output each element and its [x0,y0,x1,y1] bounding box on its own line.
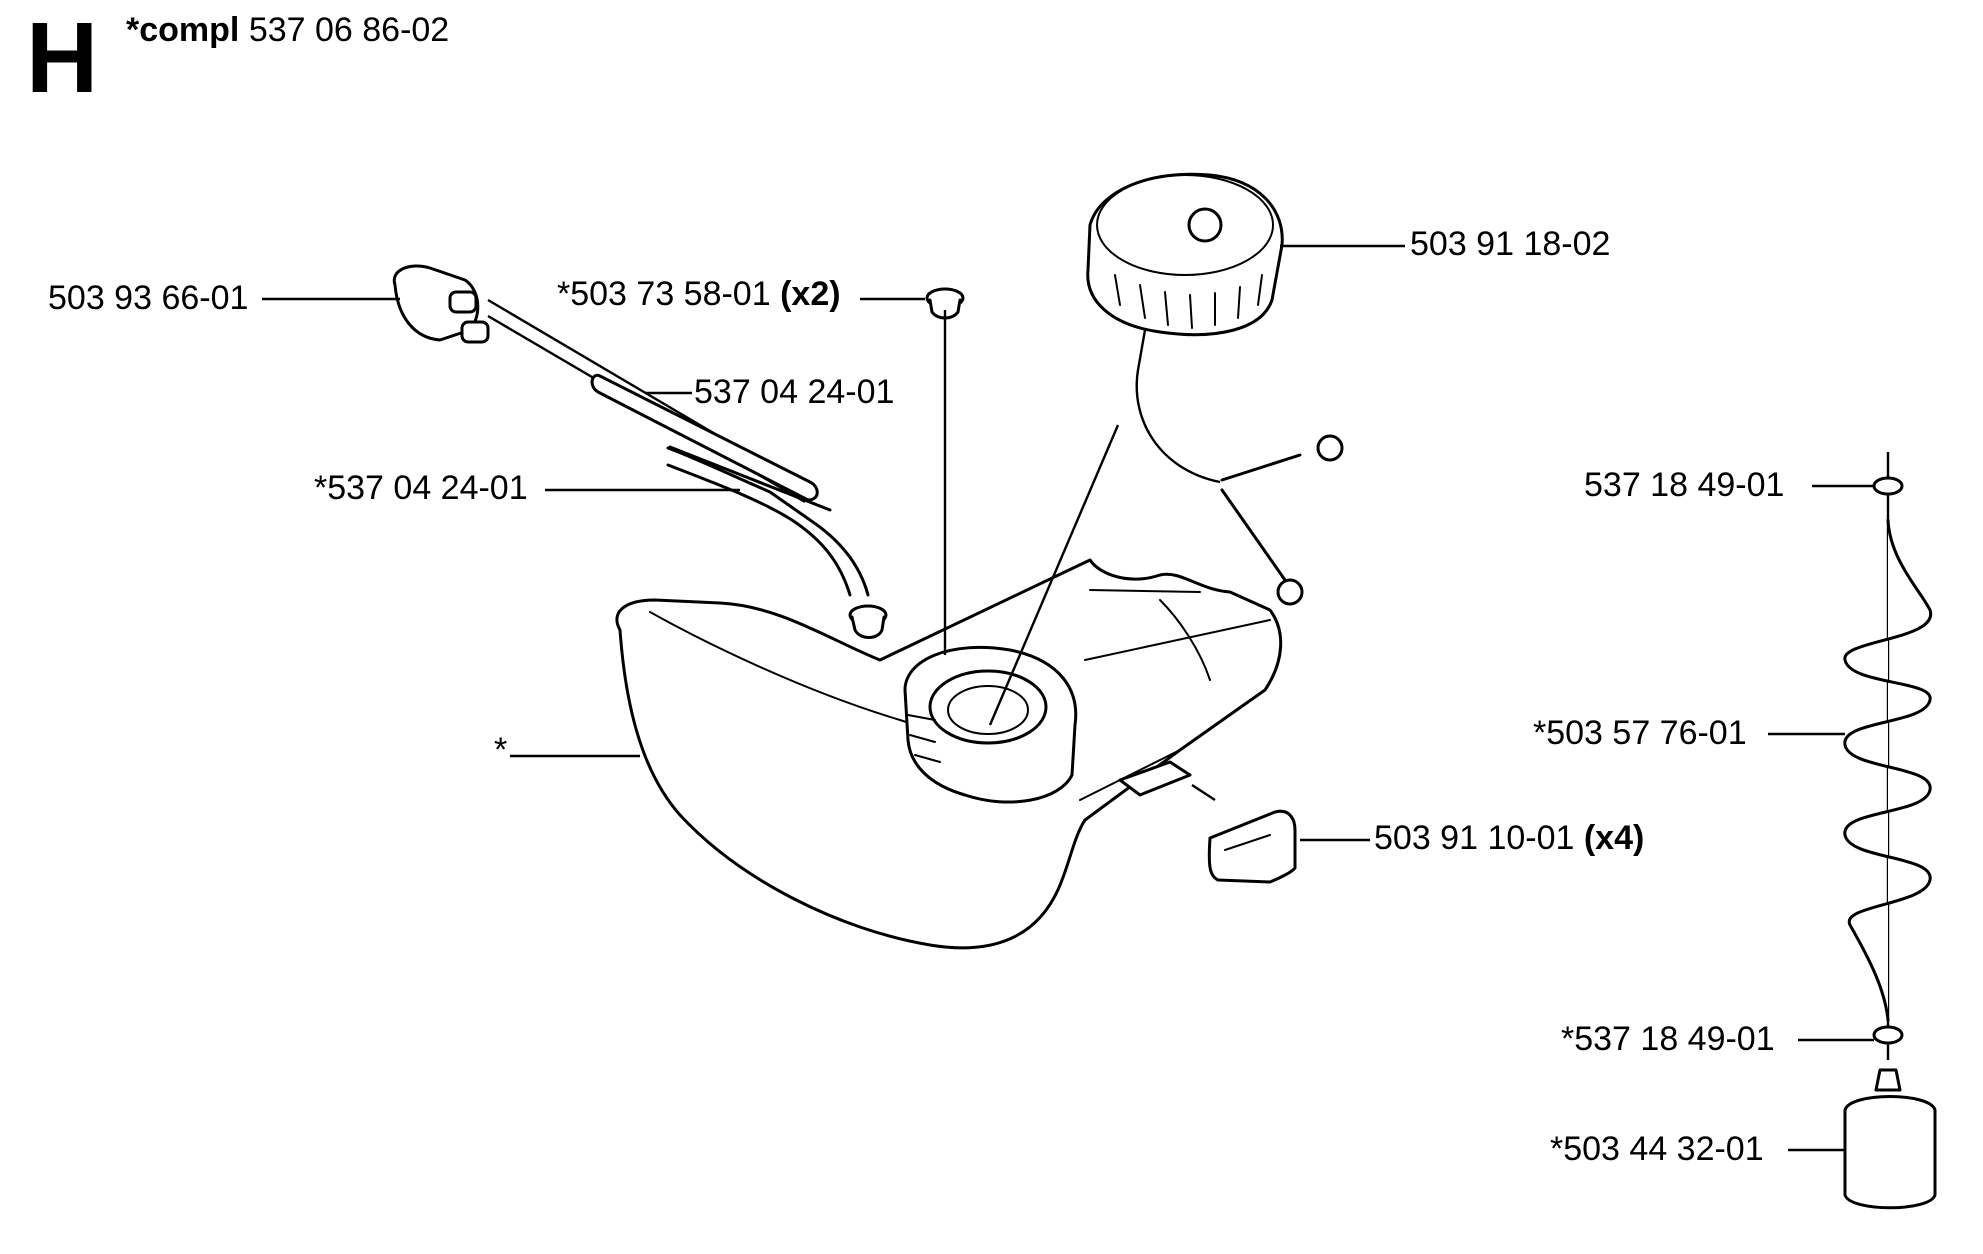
fuel-cap-drawing [1086,172,1344,606]
part-label-503-91-18-02: 503 91 18-02 [1410,224,1610,264]
section-title-prefix: *compl [126,11,240,49]
part-number: *537 04 24-01 [314,469,528,507]
part-number: 503 91 10-01 [1374,819,1575,857]
part-qty: (x2) [780,275,841,313]
part-label-503-57-76-01: *503 57 76-01 [1533,713,1747,753]
part-label-503-91-10-01: 503 91 10-01 (x4) [1374,818,1644,858]
part-number: *537 18 49-01 [1561,1020,1775,1058]
part-number: *503 73 58-01 [557,275,771,313]
part-number: *503 44 32-01 [1550,1130,1764,1168]
leader-lines [262,244,1874,1152]
fuel-hose-assembly-drawing [1843,452,1937,1210]
part-number: 503 93 66-01 [48,279,249,317]
section-title-number: 537 06 86-02 [248,11,450,49]
part-label-tank-star: * [494,730,507,770]
part-label-503-44-32-01: *503 44 32-01 [1550,1129,1764,1169]
part-label-537-18-49-01-star: *537 18 49-01 [1561,1019,1775,1059]
part-number: *503 57 76-01 [1533,714,1747,752]
part-number: * [494,731,508,769]
part-qty: (x4) [1583,819,1645,857]
fuel-tank-drawing [615,558,1283,950]
section-letter: H [26,2,99,114]
part-number: 503 91 18-02 [1410,225,1611,263]
part-label-537-04-24-01-star: *537 04 24-01 [314,468,528,508]
part-label-537-18-49-01: 537 18 49-01 [1584,465,1784,505]
part-number: 537 18 49-01 [1584,466,1785,504]
section-title: *compl 537 06 86-02 [126,10,449,50]
part-number: 537 04 24-01 [694,373,895,411]
part-label-537-04-24-01: 537 04 24-01 [694,372,894,412]
part-label-503-73-58-01: *503 73 58-01 (x2) [557,274,841,314]
fuel-line-drawing [392,264,870,597]
part-label-503-93-66-01: 503 93 66-01 [48,278,248,318]
damper-drawing [1118,760,1297,884]
